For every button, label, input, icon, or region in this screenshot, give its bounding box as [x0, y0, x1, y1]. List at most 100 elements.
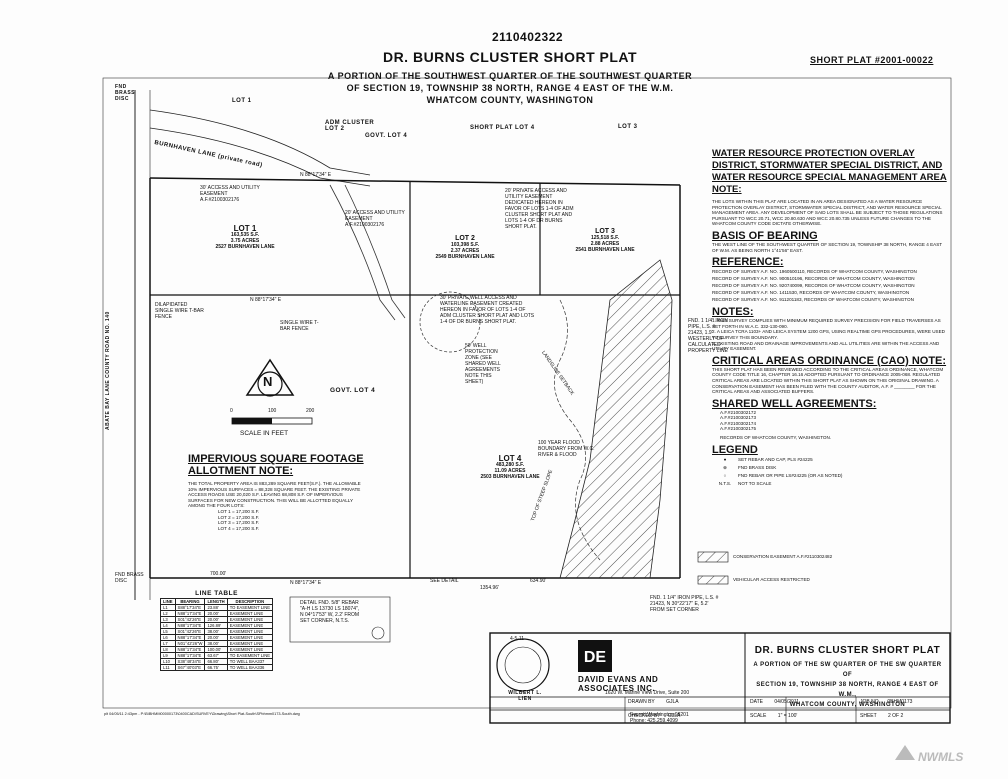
- table-cell: TO EASEMENT LINE: [226, 652, 274, 659]
- north-boundary: [149, 177, 681, 186]
- table-cell: N88°17'34"E: [174, 622, 206, 629]
- access-road-2: [344, 184, 406, 319]
- table-cell: N88°17'34"E: [174, 634, 206, 641]
- title-block-frame: [489, 632, 951, 724]
- drawn-by: DRAWN BY GJLA: [628, 699, 679, 705]
- svg-text:DE: DE: [584, 649, 607, 666]
- scale-tick-0: 0: [230, 408, 233, 414]
- table-cell: N88°17'34"E: [174, 610, 206, 617]
- well-heading: SHARED WELL AGREEMENTS:: [712, 397, 877, 410]
- allotment-list: LOT 1 = 17,200 S.F. LOT 2 = 17,200 S.F. …: [218, 508, 260, 531]
- impervious-heading: IMPERVIOUS SQUARE FOOTAGE ALLOTMENT NOTE…: [188, 453, 364, 477]
- north-arrow-icon: [245, 358, 295, 396]
- detail-box: [289, 596, 391, 643]
- table-cell: S88°17'34"E: [174, 604, 206, 611]
- fnd-brass-top: FND BRASS DISC: [115, 84, 136, 102]
- dim-bottom: 700.00': [210, 571, 227, 577]
- single-wire-fence-label: SINGLE WIRE T-BAR FENCE: [280, 320, 319, 332]
- easement-private-access: 20' PRIVATE ACCESS AND UTILITY EASEMENT …: [505, 188, 574, 230]
- easement-well-access: 30' PRIVATE WELL ACCESS AND WATERLINE EA…: [440, 295, 535, 325]
- adm-cluster-label: ADM CLUSTER LOT 2: [325, 120, 375, 132]
- line-table-title: LINE TABLE: [195, 590, 238, 597]
- conservation-swatch: [697, 551, 729, 563]
- legend-heading: LEGEND: [712, 443, 758, 456]
- legend-list: ●SET REBAR AND CAP, PLS #24225 ⊕FND BRAS…: [712, 456, 947, 488]
- table-cell: N01°42'26"W: [174, 640, 206, 647]
- table-cell: S01°42'26"E: [174, 628, 206, 635]
- see-detail: SEE DETAIL: [430, 578, 459, 584]
- subtitle-line-3: WHATCOM COUNTY, WASHINGTON: [426, 95, 594, 105]
- firm-phone: Everett Washington 98201 Phone: 425.259.…: [630, 712, 689, 724]
- fnd-pipe-right: FND. 1 1/4" IRON PIPE, L.S. # 21423, 1.9…: [688, 318, 728, 354]
- plat-title: DR. BURNS CLUSTER SHORT PLAT: [382, 49, 638, 65]
- sheet-border: [102, 77, 952, 709]
- file-path: plt 04/05/11 2:43pm - P:\B\BHMM00000173\…: [104, 712, 300, 716]
- dea-logo-icon: [578, 640, 612, 672]
- reference-heading: REFERENCE:: [712, 256, 784, 269]
- lot-2: LOT 2 103,398 S.F. 2.37 ACRES 2549 BURNH…: [435, 235, 495, 260]
- table-cell: 66.75': [204, 664, 228, 671]
- flood-note: 100 YEAR FLOOD BOUNDARY FROM W.C. RIVER …: [538, 440, 595, 458]
- north-arrow-letter: N: [263, 374, 273, 389]
- well-list: A.F.#2100302172 A.F.#2100302173 A.F.#210…: [720, 409, 832, 441]
- basis-text: THE WEST LINE OF THE SOUTHWEST QUARTER O…: [712, 241, 942, 253]
- lot-1: LOT 1 163,535 S.F. 3.75 ACRES 2527 BURNH…: [215, 224, 275, 251]
- burnhaven-road-north: [149, 109, 371, 176]
- scale-label: SCALE IN FEET: [240, 430, 289, 437]
- lot-4: LOT 4 483,280 S.F. 11.09 ACRES 2503 BURN…: [480, 454, 540, 481]
- fnd-pipe-bottom: FND. 1 1/4" IRON PIPE, L.S. # 21423, N 3…: [650, 595, 719, 613]
- block-title: DR. BURNS CLUSTER SHORT PLAT: [754, 645, 941, 656]
- wrpo-text: THE LOTS WITHIN THIS PLAT ARE LOCATED IN…: [712, 199, 943, 227]
- fnd-brass-bottom: FND BRASS DISC: [115, 572, 144, 584]
- bearing-top: N 88°17'34" E: [300, 172, 332, 178]
- access-road-1: [329, 184, 396, 321]
- scale-tick-100: 100: [268, 408, 277, 414]
- rebar-pipe-icon: ○: [723, 472, 727, 478]
- conservation-legend: CONSERVATION EASEMENT A.F.#2110302482: [733, 554, 833, 559]
- table-cell: TO EASEMENT LINE: [226, 604, 274, 611]
- easement-well-protection: 50' WELL PROTECTION ZONE (SEE SHARED WEL…: [465, 343, 501, 385]
- plat-subtitle: A PORTION OF THE SOUTHWEST QUARTER OF TH…: [300, 70, 720, 106]
- landslide-line: [554, 299, 601, 561]
- checked-by: CHECKED BY GJLA: [628, 713, 681, 719]
- notes-list: 1. THIS SURVEY COMPLIES WITH MINIMUM REQ…: [712, 318, 945, 352]
- firm-address: 1620 W. Marine View Drive, Suite 200: [605, 690, 690, 696]
- cao-heading: CRITICAL AREAS ORDINANCE (CAO) NOTE:: [712, 354, 947, 367]
- wrpo-heading: WATER RESOURCE PROTECTION OVERLAY DISTRI…: [712, 148, 947, 195]
- well-protection-circle: [419, 291, 481, 353]
- nwmls-watermark-icon: [895, 745, 915, 760]
- seal-name: WILBERT L. LIEN: [508, 690, 542, 702]
- table-cell: L11: [160, 664, 176, 671]
- vehicular-legend: VEHICULAR ACCESS RESTRICTED: [733, 577, 810, 582]
- bearing-mid: N 88°17'34" E: [250, 297, 282, 303]
- scale-field: SCALE 1" = 100': [750, 713, 798, 719]
- lot3-top-label: LOT 3: [618, 124, 638, 130]
- dilapidated-fence-label: DILAPIDATED SINGLE WIRE T-BAR FENCE: [155, 302, 204, 320]
- cao-text: THIS SHORT PLAT HAS BEEN REVIEWED ACCORD…: [712, 366, 944, 395]
- table-cell: S67°40'03"E: [174, 664, 206, 671]
- detail-note: DETAIL FND. 5/8" REBAR "A-H LS 13730 LS …: [300, 600, 360, 624]
- govt-lot4-top: GOVT. LOT 4: [365, 133, 408, 139]
- govt-lot4-mid: GOVT. LOT 4: [330, 387, 376, 394]
- table-cell: TO WELL BAA336: [226, 664, 274, 671]
- bearing-south: N 88°17'34" E: [290, 580, 322, 586]
- rebar-cap-icon: ●: [723, 456, 727, 462]
- nwmls-watermark: NWMLS: [918, 750, 964, 764]
- notes-heading: NOTES:: [712, 306, 754, 319]
- impervious-text: THE TOTAL PROPERTY AREA IS 883,289 SQUAR…: [188, 481, 361, 509]
- basis-heading: BASIS OF BEARING: [712, 229, 818, 242]
- impervious-note: IMPERVIOUS SQUARE FOOTAGE ALLOTMENT NOTE…: [188, 453, 368, 531]
- dim-right: 634.90': [530, 578, 547, 584]
- table-cell: S38°48'34"E: [174, 658, 206, 665]
